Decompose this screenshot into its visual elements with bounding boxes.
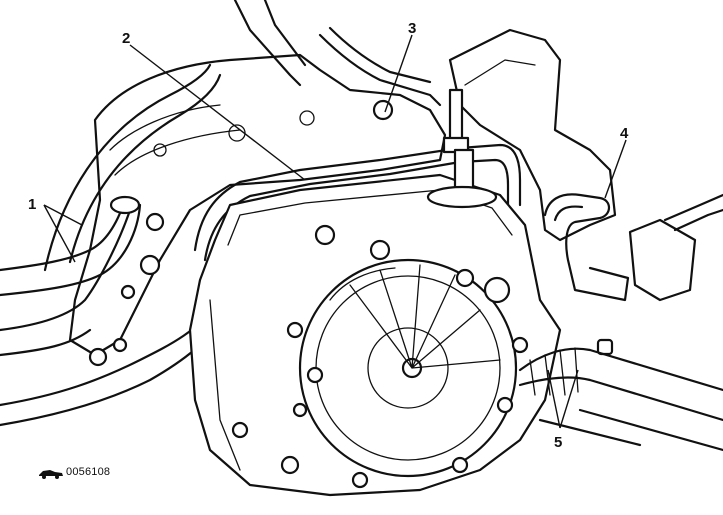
callout-2: 2: [122, 30, 130, 47]
callout-5: 5: [554, 434, 562, 451]
leader-4: [604, 139, 627, 199]
leader-3: [384, 34, 413, 113]
breather-tube: [193, 143, 522, 262]
callout-4: 4: [620, 125, 629, 142]
callout-3: 3: [408, 20, 416, 37]
callout-labels: 1 2 3 4 5: [28, 20, 629, 451]
clutch-cover: [298, 258, 518, 478]
leader-1b: [43, 204, 76, 263]
leader-1a: [43, 204, 83, 226]
leader-5a: [547, 369, 561, 429]
coolant-hoses: [0, 63, 222, 357]
right-upper-assembly: [233, 0, 617, 242]
leader-lines: [43, 34, 627, 429]
callout-1: 1: [28, 196, 36, 213]
leader-5b: [559, 369, 579, 429]
leader-2: [129, 44, 306, 181]
publisher-logo-icon: [39, 470, 63, 479]
figure-code: 0056108: [66, 466, 111, 478]
housing-bolts: [88, 212, 529, 489]
driveshaft-boots: [518, 347, 723, 452]
